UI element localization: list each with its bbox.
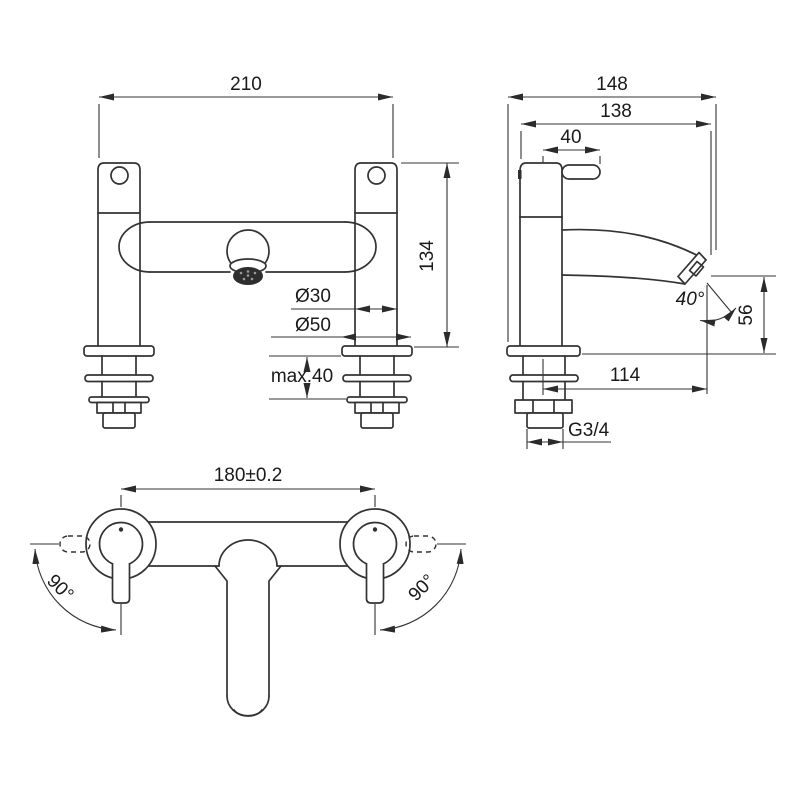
dim-ext-40 — [542, 156, 601, 164]
front-right-handle-screw — [367, 166, 386, 185]
dim-90-right: 90° — [405, 571, 440, 606]
side-aerator-insert — [688, 260, 705, 277]
dim-90-left: 90° — [42, 571, 77, 606]
plan-spout-tip — [226, 695, 270, 717]
front-left-flange — [83, 345, 155, 357]
dim-d50: Ø50 — [295, 315, 331, 336]
front-right-body — [354, 162, 398, 347]
front-right-flange — [341, 345, 413, 357]
dim-40deg: 40° — [676, 289, 705, 310]
dim-ext-148 — [507, 104, 717, 342]
dim-ext-g34 — [526, 429, 564, 449]
dim-210: 210 — [230, 74, 262, 95]
dim-ext-max40 — [269, 355, 346, 400]
side-view: 148 138 40 40° 56 114 G3/4 — [506, 74, 776, 449]
dim-40: 40 — [560, 127, 581, 148]
plan-spout-tube — [214, 565, 282, 697]
side-body — [519, 216, 563, 347]
dim-138: 138 — [600, 101, 632, 122]
angle-40-arc — [700, 307, 737, 327]
dim-134: 134 — [417, 240, 438, 272]
plan-left-index-pin — [118, 527, 124, 532]
dim-180: 180±0.2 — [214, 465, 283, 486]
dim-ext-56 — [582, 275, 776, 355]
side-foot — [509, 355, 579, 429]
side-handle-pin — [518, 170, 522, 179]
plan-left-lever — [111, 563, 131, 604]
side-spout-bottom — [561, 274, 686, 285]
plan-right-lever — [365, 563, 385, 604]
dim-56: 56 — [736, 304, 757, 325]
angle-90-left-arc — [32, 548, 117, 633]
front-left-body — [97, 162, 141, 347]
dim-d30: Ø30 — [295, 286, 331, 307]
dim-ext-210 — [98, 104, 394, 158]
angle-40-ray — [706, 282, 733, 314]
plan-view: 180±0.2 90° 90° — [30, 465, 466, 717]
front-bar-right-fillet — [344, 221, 377, 273]
plan-right-index-pin — [372, 527, 378, 532]
dim-148: 148 — [596, 74, 628, 95]
side-handle-block — [519, 162, 563, 218]
dim-ext-134 — [401, 162, 459, 348]
dim-ext-138 — [520, 131, 712, 255]
front-right-foot — [342, 355, 412, 429]
plan-spout-hump — [218, 539, 278, 567]
angle-90-right-arc — [379, 548, 464, 633]
side-lever — [561, 164, 601, 180]
plan-spout-aerator-edge — [233, 709, 263, 717]
dim-114: 114 — [610, 365, 641, 386]
side-spout-top — [561, 228, 707, 261]
front-aerator-dots — [239, 270, 257, 281]
dim-ext-180 — [120, 495, 376, 507]
dim-max40: max.40 — [271, 366, 333, 387]
front-bar-left-fillet — [118, 221, 151, 273]
front-left-foot — [84, 355, 154, 429]
dim-g34: G3/4 — [568, 420, 610, 441]
front-view: 210 134 Ø30 Ø50 max.40 — [83, 74, 459, 429]
front-left-handle-screw — [110, 166, 129, 185]
side-flange — [506, 345, 581, 357]
